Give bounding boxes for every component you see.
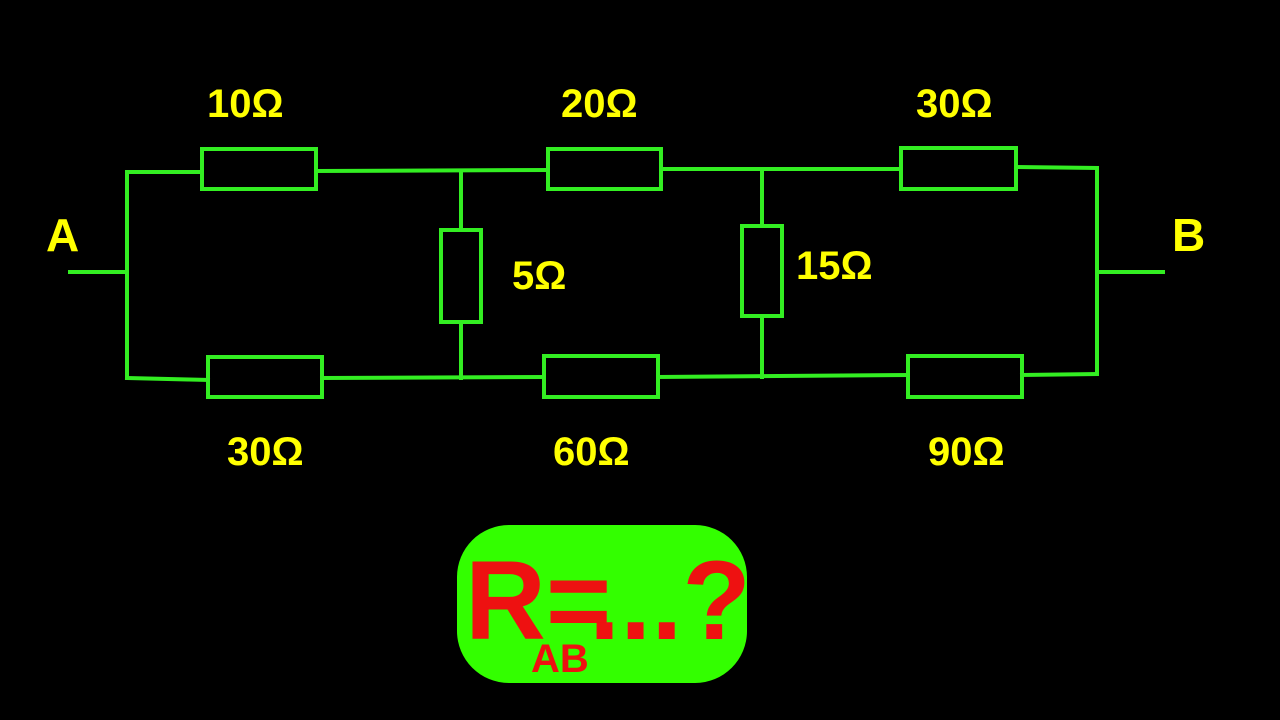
question-equals: = — [545, 538, 612, 663]
label-top-right: 30Ω — [916, 82, 993, 126]
resistor-bridge-right — [740, 224, 784, 318]
question-ellipsis: ...? — [589, 538, 747, 663]
resistor-bottom-left — [206, 355, 324, 399]
label-bottom-left: 30Ω — [227, 430, 304, 474]
wire-bottom-1 — [124, 375, 211, 383]
question-subscript: AB — [531, 637, 589, 681]
question-box: R= AB ...? — [457, 525, 747, 683]
label-bottom-right: 90Ω — [928, 430, 1005, 474]
wire-top-2 — [313, 167, 551, 174]
resistor-bottom-right — [906, 354, 1024, 399]
wire-top-4 — [1013, 164, 1100, 171]
question-symbol: R= — [465, 545, 611, 657]
wire-bottom-4 — [1019, 371, 1100, 378]
resistor-top-middle — [546, 147, 663, 191]
resistor-top-left — [200, 147, 318, 191]
wire-bottom-3 — [655, 372, 911, 380]
resistor-top-right — [899, 146, 1018, 191]
label-top-middle: 20Ω — [561, 82, 638, 126]
label-top-left: 10Ω — [207, 82, 284, 126]
question-r: R — [465, 538, 546, 663]
wire-bottom-2 — [319, 374, 547, 381]
resistor-bridge-left — [439, 228, 483, 324]
resistor-bottom-middle — [542, 354, 660, 399]
label-bridge-right: 15Ω — [796, 244, 873, 288]
node-a-label: A — [46, 209, 80, 261]
label-bridge-left: 5Ω — [512, 254, 567, 298]
label-bottom-middle: 60Ω — [553, 430, 630, 474]
node-b-label: B — [1172, 209, 1206, 261]
